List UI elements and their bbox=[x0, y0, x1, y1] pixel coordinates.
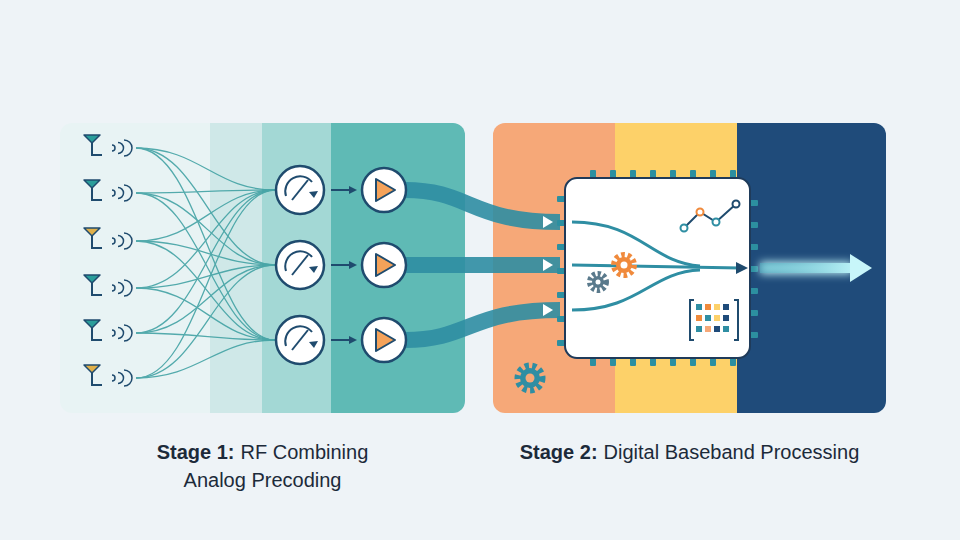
caption-line: Stage 1:RF Combining Analog Precoding bbox=[138, 438, 388, 494]
stage-caption: Stage 1:RF Combining Analog Precoding bbox=[60, 438, 465, 494]
stage-description: Digital Baseband Processing bbox=[604, 441, 860, 463]
stage-caption: Stage 2: Digital Baseband Processing bbox=[493, 438, 886, 466]
stage-heading: Stage 1: bbox=[157, 441, 235, 463]
caption-line: Stage 2: Digital Baseband Processing bbox=[520, 438, 860, 466]
stage-heading: Stage 2: bbox=[520, 441, 598, 463]
